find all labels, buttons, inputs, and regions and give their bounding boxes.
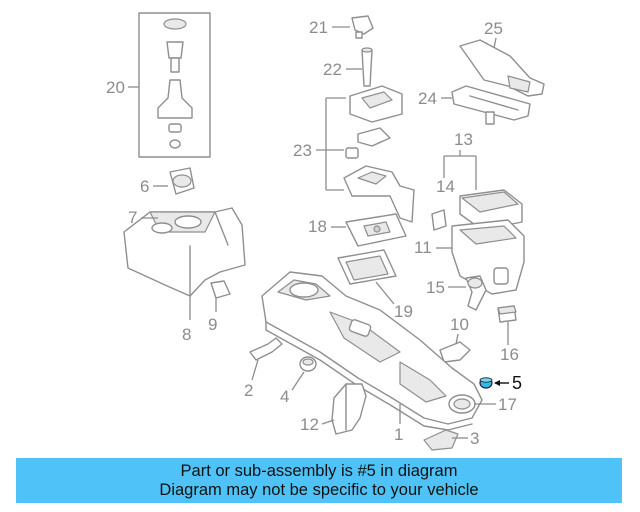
label-24: 24 [418,89,437,108]
label-25: 25 [484,19,503,38]
label-9: 9 [208,315,217,334]
label-13: 13 [454,130,473,149]
part-12 [331,383,367,435]
part-18 [345,213,407,247]
part-25 [459,39,545,97]
label-17: 17 [498,395,517,414]
label-2: 2 [244,381,253,400]
label-6: 6 [140,177,149,196]
banner-line-disclaimer: Diagram may not be specific to your vehi… [159,480,479,499]
part-8-front-console [123,207,246,297]
part-5-highlighted[interactable] [479,377,493,389]
label-14: 14 [436,177,455,196]
label-3: 3 [470,429,479,448]
part-21-shift-knob [351,15,374,39]
part-14 [431,209,447,231]
label-10: 10 [450,315,469,334]
label-15: 15 [426,278,445,297]
label-8: 8 [182,325,191,344]
label-19: 19 [394,302,413,321]
part-20-shift-boot-kit [138,12,211,158]
part-16 [497,305,517,323]
part-22 [361,47,373,87]
part-3 [423,429,459,451]
part-2 [249,337,283,361]
part-23-shifter-assembly [343,85,415,223]
label-18: 18 [308,217,327,236]
label-5: 5 [512,373,522,393]
label-1: 1 [394,425,403,444]
label-4: 4 [280,387,289,406]
label-11: 11 [414,238,432,257]
info-banner: Part or sub-assembly is #5 in diagram Di… [16,458,622,503]
part-11-storage-bin [451,219,525,295]
label-12: 12 [300,415,319,434]
banner-line-part-number: Part or sub-assembly is #5 in diagram [180,461,458,480]
part-1-center-console [261,271,483,431]
part-9 [210,280,231,299]
part-4 [299,356,317,372]
part-24 [451,85,531,125]
label-22: 22 [323,60,342,79]
parts-diagram: 20 6 7 8 9 21 22 [106,12,545,451]
part-19 [337,249,397,285]
label-16: 16 [500,345,519,364]
label-23: 23 [293,141,312,160]
part-6 [169,167,195,195]
part-15 [465,275,487,311]
label-7: 7 [128,208,137,227]
label-21: 21 [309,18,328,37]
part-10 [439,341,471,363]
label-20: 20 [106,78,125,97]
